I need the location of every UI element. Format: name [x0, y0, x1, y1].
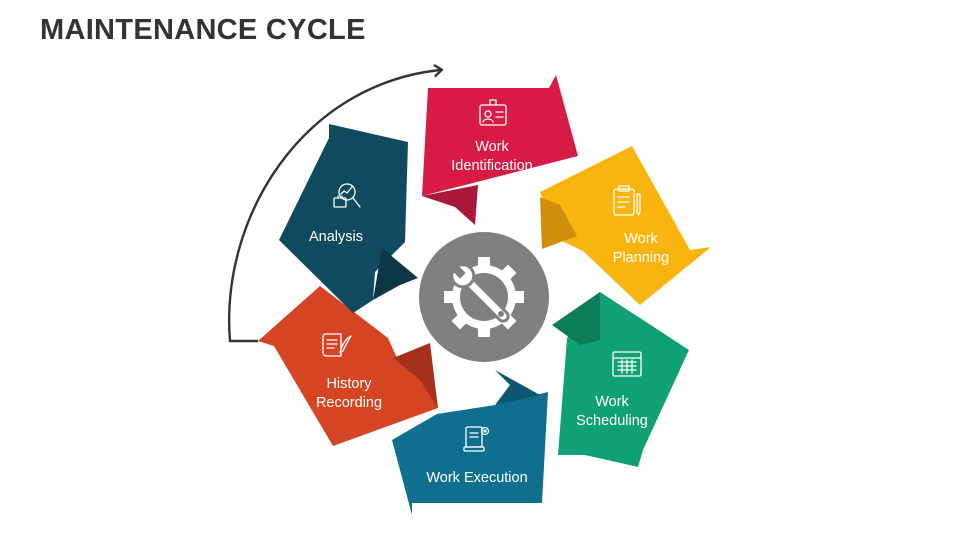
step-label-line2: Recording [316, 395, 382, 411]
step-arrow-fold [393, 343, 438, 408]
step-arrow-fold [422, 185, 478, 225]
step-label-line1: Work [475, 139, 509, 155]
clipboard-pencil-icon [613, 185, 641, 216]
step-work-execution[interactable]: Work Execution [392, 370, 548, 515]
step-label-line1: Work Execution [426, 470, 527, 486]
loop-arrow [227, 70, 440, 343]
step-work-planning[interactable]: Work Planning [540, 146, 711, 305]
step-label-line1: Analysis [309, 229, 363, 245]
calendar-icon [612, 351, 642, 377]
step-arrow-shape [392, 392, 548, 515]
step-label-line2: Identification [451, 158, 532, 174]
step-arrow-shape [540, 146, 711, 305]
scroll-quill-icon [322, 333, 352, 357]
step-arrow-fold [540, 197, 577, 249]
step-arrow-shape [422, 75, 578, 196]
step-analysis[interactable]: Analysis [279, 124, 418, 313]
step-arrow-fold [495, 370, 540, 405]
step-arrow-fold [552, 292, 600, 345]
step-label-line2: Scheduling [576, 413, 648, 429]
document-gear-icon [463, 426, 490, 452]
step-label-line1: History [326, 376, 372, 392]
step-label-line1: Work [595, 394, 629, 410]
step-arrow-shape [279, 124, 408, 313]
step-history-recording[interactable]: History Recording [258, 286, 438, 446]
step-work-scheduling[interactable]: Work Scheduling [552, 292, 689, 467]
id-badge-icon [479, 99, 507, 126]
step-label-line1: Work [624, 231, 658, 247]
center-hub [419, 232, 549, 362]
gear-wrench-icon [444, 257, 524, 337]
page-title: MAINTENANCE CYCLE [40, 14, 366, 46]
step-work-identification[interactable]: Work Identification [422, 75, 578, 225]
step-arrow-fold [373, 248, 418, 300]
magnifier-chart-icon [333, 183, 361, 208]
step-label-line2: Planning [613, 250, 669, 266]
step-arrow-shape [258, 286, 438, 446]
